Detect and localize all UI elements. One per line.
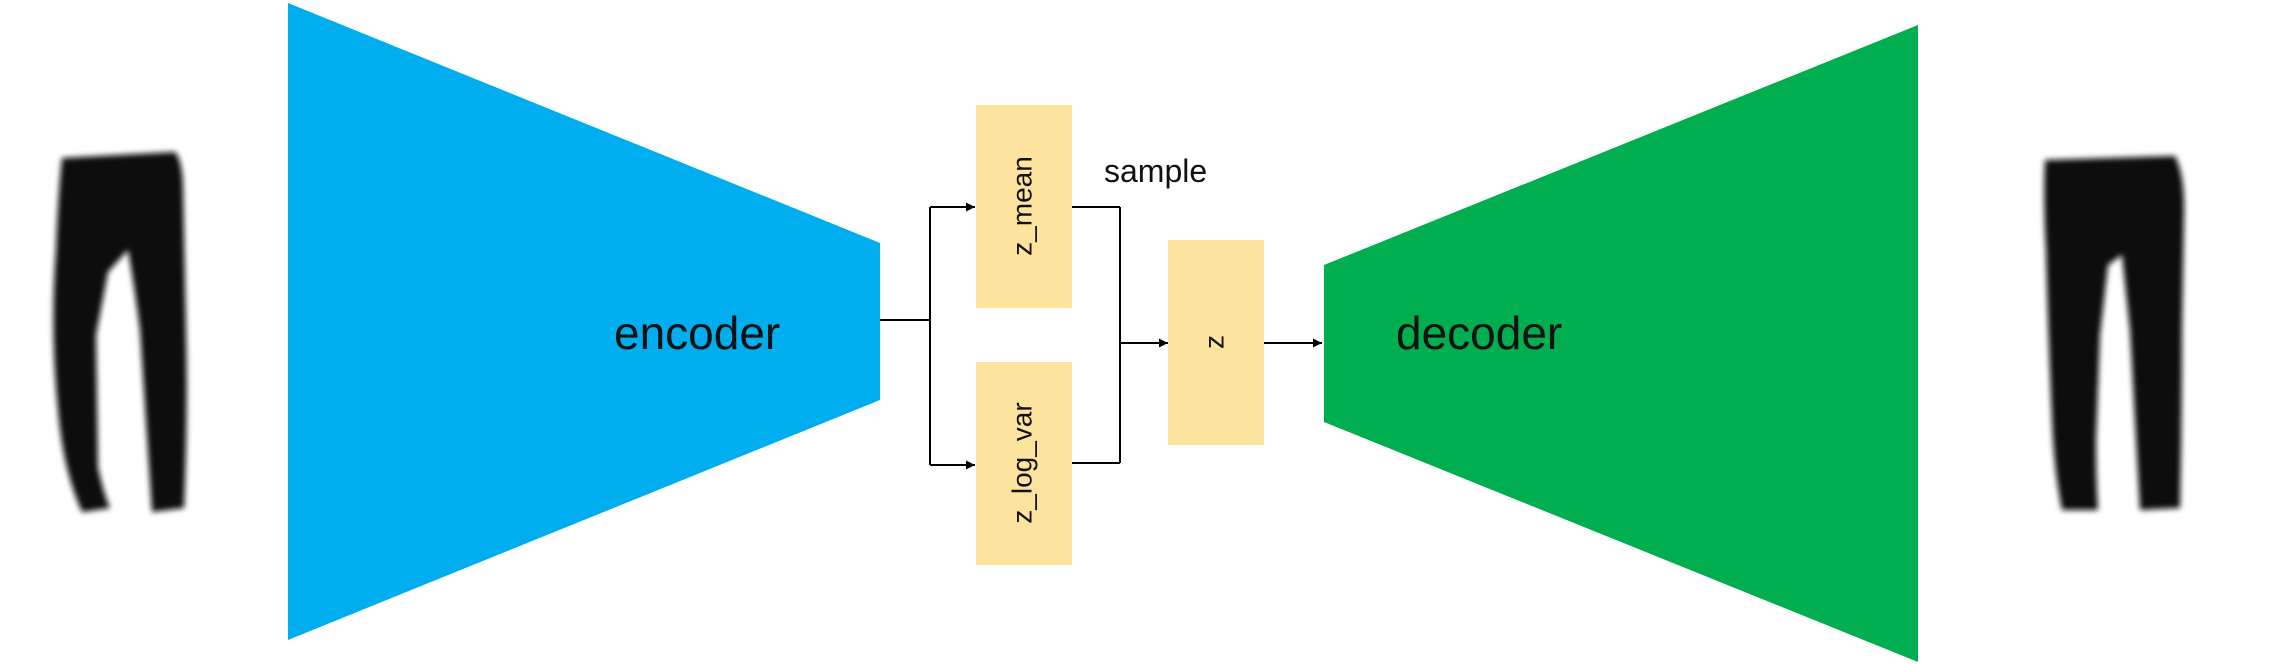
z-log-var-box bbox=[976, 362, 1072, 565]
z-mean-label: z_mean bbox=[1006, 156, 1037, 256]
z-box bbox=[1168, 240, 1264, 445]
decoder-label: decoder bbox=[1396, 307, 1562, 359]
z-mean-box bbox=[976, 105, 1072, 308]
sample-connectors bbox=[1072, 206, 1168, 464]
input-trousers-icon bbox=[53, 152, 187, 512]
encoder-label: encoder bbox=[614, 307, 780, 359]
encoder-connectors bbox=[880, 202, 975, 470]
z-log-var-label: z_log_var bbox=[1006, 402, 1037, 523]
decoder-block bbox=[1324, 25, 1918, 662]
sample-label: sample bbox=[1104, 153, 1207, 189]
encoder-block bbox=[288, 3, 880, 640]
output-trousers-icon bbox=[2044, 156, 2185, 510]
z-label: z bbox=[1198, 335, 1229, 349]
